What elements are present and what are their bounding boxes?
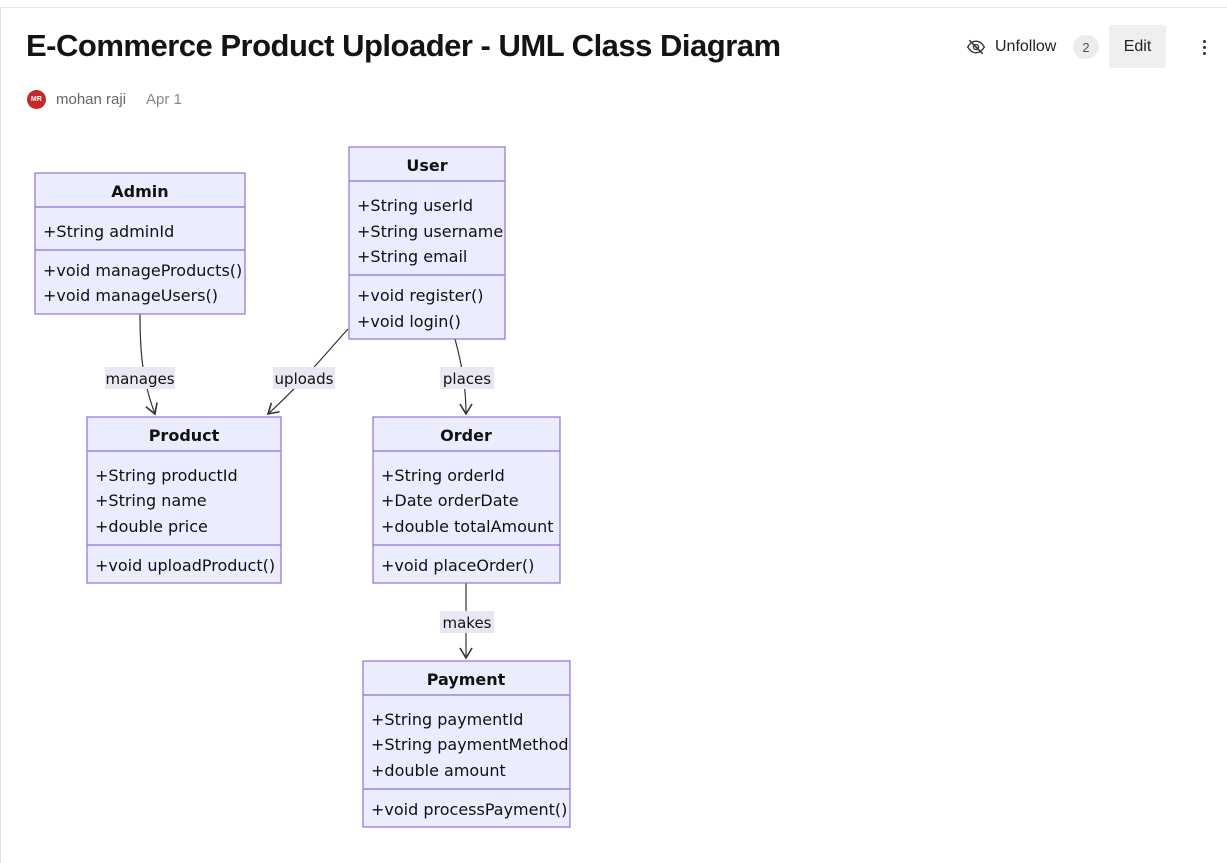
class-name: Admin (111, 182, 168, 201)
class-order[interactable]: Order +String orderId +Date orderDate +d… (372, 416, 561, 584)
class-attribute: +String email (357, 247, 467, 266)
edit-button[interactable]: Edit (1109, 25, 1166, 68)
eye-slash-icon (966, 39, 986, 55)
class-attribute: +String productId (95, 466, 238, 485)
class-method: +void processPayment() (371, 800, 567, 819)
relation-label: manages (105, 370, 174, 388)
class-name: Payment (427, 670, 506, 689)
class-attribute: +Date orderDate (381, 491, 519, 510)
class-attribute: +double amount (371, 761, 506, 780)
top-divider (0, 7, 1227, 8)
author-name[interactable]: mohan raji (56, 91, 127, 108)
class-method: +void login() (357, 312, 461, 331)
post-date: Apr 1 (146, 91, 182, 108)
class-name: Product (149, 426, 220, 445)
relation-admin-product: manages (105, 313, 175, 416)
class-attribute: +String username (357, 222, 503, 241)
vertical-ellipsis-icon[interactable] (1196, 36, 1212, 58)
relation-order-payment: makes (440, 583, 494, 660)
class-method: +void placeOrder() (381, 556, 534, 575)
class-method: +void manageUsers() (43, 286, 218, 305)
left-divider (0, 7, 1, 863)
relation-user-product: uploads (266, 328, 349, 416)
class-name: User (406, 156, 447, 175)
relation-label: places (443, 370, 491, 388)
class-admin[interactable]: Admin +String adminId +void manageProduc… (34, 172, 246, 315)
class-attribute: +String paymentMethod (371, 735, 569, 754)
class-product[interactable]: Product +String productId +String name +… (86, 416, 282, 584)
class-payment[interactable]: Payment +String paymentId +String paymen… (362, 660, 571, 828)
class-attribute: +String userId (357, 196, 473, 215)
class-attribute: +String name (95, 491, 207, 510)
class-method: +void manageProducts() (43, 261, 242, 280)
unfollow-label: Unfollow (995, 38, 1057, 55)
relation-label: makes (443, 614, 492, 632)
class-attribute: +String adminId (43, 222, 174, 241)
page-title: E-Commerce Product Uploader - UML Class … (26, 28, 781, 63)
class-attribute: +String orderId (381, 466, 505, 485)
avatar[interactable]: MR (27, 90, 46, 109)
class-user[interactable]: User +String userId +String username +St… (348, 146, 506, 340)
class-attribute: +double totalAmount (381, 517, 553, 536)
class-method: +void register() (357, 286, 484, 305)
class-method: +void uploadProduct() (95, 556, 275, 575)
follower-count-badge: 2 (1073, 35, 1099, 59)
relation-user-order: places (440, 338, 494, 416)
unfollow-button[interactable]: Unfollow (966, 34, 1056, 60)
relation-label: uploads (275, 370, 334, 388)
class-attribute: +double price (95, 517, 208, 536)
class-attribute: +String paymentId (371, 710, 523, 729)
class-name: Order (440, 426, 492, 445)
